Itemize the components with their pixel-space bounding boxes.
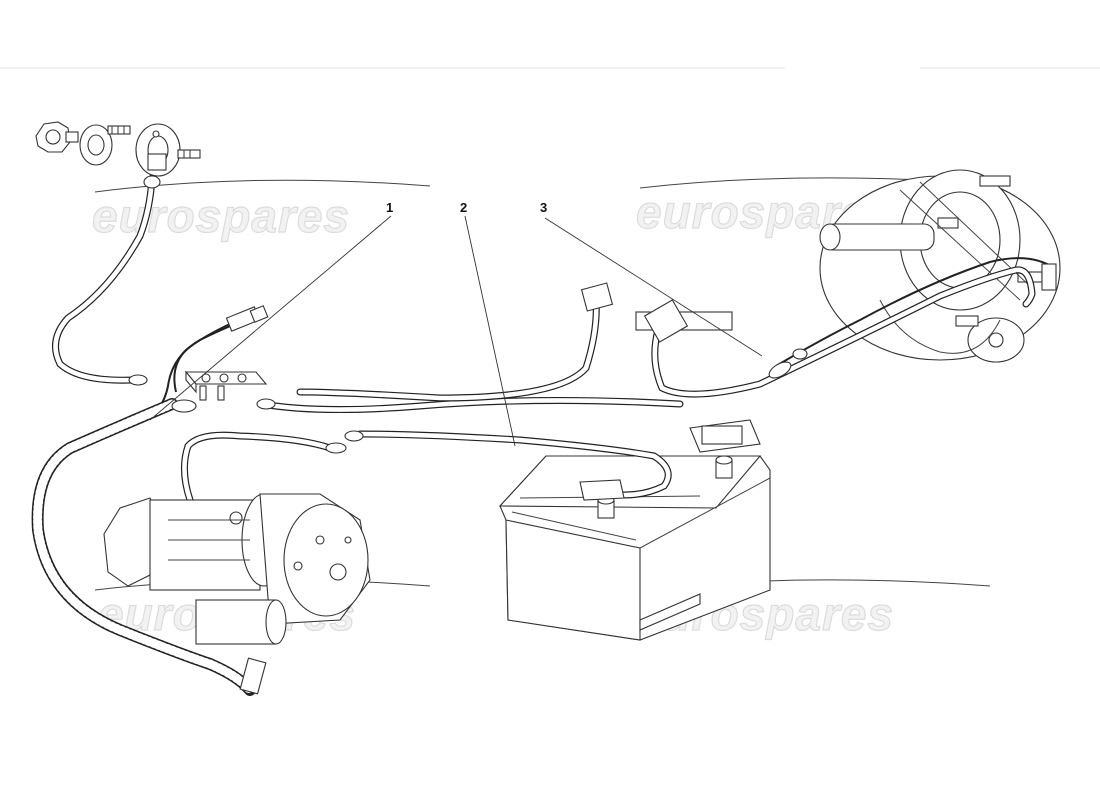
starter-motor [103,431,371,645]
isolator-cable [52,174,161,386]
leader-lines [149,215,763,447]
callouts: 1 2 3 [386,200,547,215]
starter-cable-corrugated [31,398,267,696]
battery-cables [256,282,684,501]
callout-label-2: 2 [460,200,467,215]
terminal-block [184,370,268,401]
battery-isolator-switch [35,121,201,177]
battery [498,419,771,641]
leader-line-3 [544,217,763,357]
callout-label-3: 3 [540,200,547,215]
leader-line-2 [464,215,516,447]
callout-label-1: 1 [386,200,393,215]
alternator-cable [635,257,1057,398]
watermark-top-left: eurospares [92,190,350,242]
leader-line-1 [149,215,392,421]
